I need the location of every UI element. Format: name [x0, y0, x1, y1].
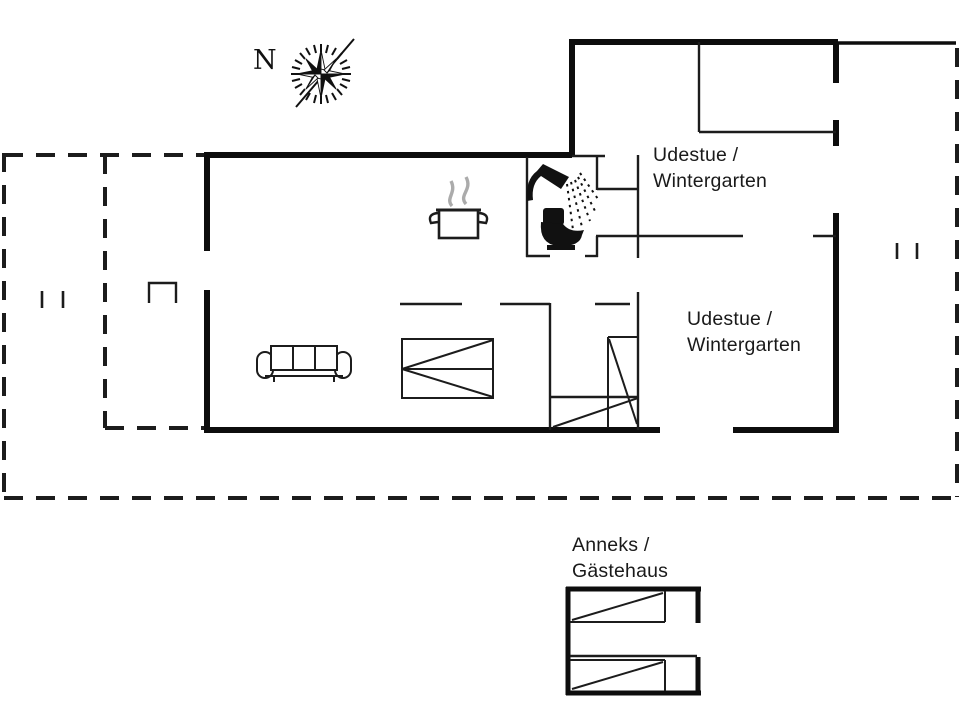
room-label-line: Gästehaus — [572, 560, 669, 582]
opening-ticks-left — [40, 291, 65, 308]
room-label-line: Udestue / — [687, 308, 773, 330]
room-label-udestue-wintergarten-top: Udestue / Wintergarten — [653, 142, 767, 194]
compass-rose-icon — [291, 38, 355, 108]
room-label-line: Udestue / — [653, 144, 739, 166]
single-bed-icon — [552, 336, 639, 428]
annex-bed-bottom-icon — [570, 659, 666, 691]
interior-walls — [400, 42, 836, 430]
room-label-line: Wintergarten — [687, 334, 802, 356]
door-opening-icon — [147, 281, 178, 303]
double-bed-icon — [401, 338, 494, 399]
room-label-line: Wintergarten — [653, 170, 768, 192]
opening-ticks-right — [895, 243, 919, 259]
annex-walls — [565, 586, 701, 696]
room-label-line: Anneks / — [572, 534, 650, 556]
room-label-udestue-wintergarten-right: Udestue / Wintergarten — [687, 306, 801, 358]
annex-bed-top-icon — [570, 591, 666, 623]
compass-north-label: N — [253, 45, 277, 76]
toilet-icon — [540, 208, 584, 250]
cooking-pot-icon — [428, 176, 489, 240]
shower-icon — [526, 164, 599, 231]
sofa-icon — [256, 345, 352, 382]
dashed-boundary — [2, 48, 959, 500]
room-label-anneks-gaestehaus: Anneks / Gästehaus — [572, 532, 668, 584]
steam — [448, 176, 470, 208]
main-house-walls — [204, 39, 839, 433]
